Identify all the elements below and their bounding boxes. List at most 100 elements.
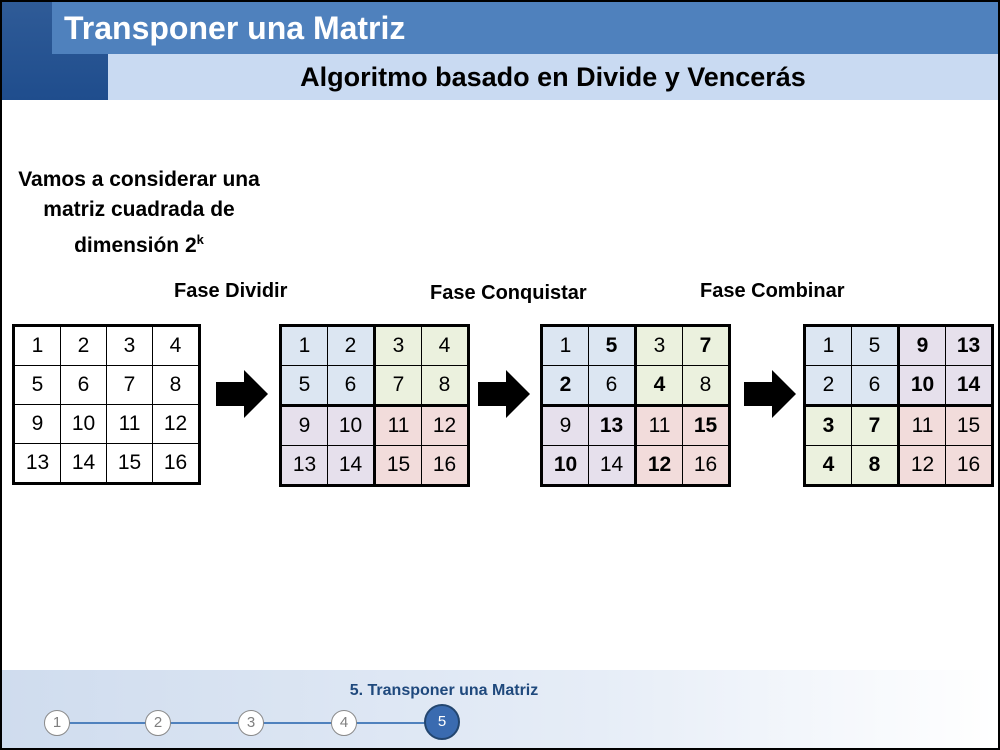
matrix-cell: 12 [898,445,946,486]
nav-step-1[interactable]: 1 [44,710,70,736]
nav-step-3[interactable]: 3 [238,710,264,736]
intro-line-3: dimensión 2k [12,225,266,261]
matrix-cell: 10 [60,404,107,444]
matrix-cell: 11 [374,405,422,446]
matrix-cell: 8 [152,365,200,405]
nav-step-5-active[interactable]: 5 [424,704,460,740]
matrix-cell: 16 [421,445,469,486]
header-subtitle-bar [108,54,998,100]
matrix-cell: 13 [945,325,993,366]
matrix-cell: 12 [421,405,469,446]
intro-line-3-text: dimensión 2 [74,234,197,257]
matrix-cell: 10 [898,365,946,407]
matrix-cell: 3 [374,325,422,366]
matrix-cell: 13 [588,405,637,446]
matrix-cell: 8 [682,365,730,407]
matrix-cell: 14 [327,445,376,486]
matrix-cell: 15 [682,405,730,446]
intro-text: Vamos a considerar una matriz cuadrada d… [12,165,266,261]
matrix-cell: 15 [945,405,993,446]
matrix-cell: 2 [541,365,589,407]
matrix-cell: 16 [945,445,993,486]
matrix-cell: 11 [635,405,683,446]
matrix-cell: 1 [280,325,328,366]
matrix-cell: 9 [898,325,946,366]
matrix-cell: 1 [541,325,589,366]
matrix-cell: 7 [106,365,153,405]
matrix-cell: 5 [280,365,328,407]
phase-combine-label: Fase Combinar [700,280,845,302]
matrix-cell: 16 [682,445,730,486]
matrix-cell: 12 [635,445,683,486]
matrix-cell: 4 [804,445,852,486]
matrix-cell: 13 [280,445,328,486]
matrix-cell: 10 [327,405,376,446]
slide-title: Transponer una Matriz [64,10,406,46]
matrix-cell: 3 [635,325,683,366]
nav-step-4[interactable]: 4 [331,710,357,736]
matrix-cell: 2 [60,325,107,366]
arrow-right-icon [744,370,796,418]
intro-exponent: k [196,232,204,247]
matrix-cell: 3 [106,325,153,366]
intro-line-1: Vamos a considerar una [18,168,260,191]
footer-section-title: 5. Transponer una Matriz [349,682,539,699]
matrix-cell: 8 [421,365,469,407]
matrix-cell: 15 [106,443,153,484]
arrow-right-icon [478,370,530,418]
arrow-right-icon [216,370,268,418]
matrix-cell: 2 [804,365,852,407]
matrix-cell: 5 [851,325,900,366]
matrix-cell: 2 [327,325,376,366]
footer-band [2,670,998,748]
header-title-bar [52,2,998,54]
matrix-cell: 7 [682,325,730,366]
matrix-cell: 7 [851,405,900,446]
matrix-cell: 11 [106,404,153,444]
matrix-cell: 9 [280,405,328,446]
matrix-cell: 1 [13,325,61,366]
matrix-cell: 9 [541,405,589,446]
matrix-cell: 7 [374,365,422,407]
intro-line-2: matriz cuadrada de [43,198,235,221]
matrix-cell: 9 [13,404,61,444]
matrix-cell: 16 [152,443,200,484]
matrix-cell: 4 [635,365,683,407]
matrix-cell: 6 [327,365,376,407]
matrix-cell: 12 [152,404,200,444]
matrix-cell: 5 [13,365,61,405]
nav-step-2[interactable]: 2 [145,710,171,736]
matrix-cell: 14 [945,365,993,407]
matrix-cell: 10 [541,445,589,486]
matrix-cell: 4 [152,325,200,366]
slide-subtitle: Algoritmo basado en Divide y Vencerás [300,62,806,92]
matrix-cell: 13 [13,443,61,484]
phase-divide-label: Fase Dividir [174,280,288,302]
matrix-cell: 3 [804,405,852,446]
matrix-cell: 6 [851,365,900,407]
matrix-cell: 4 [421,325,469,366]
matrix-cell: 8 [851,445,900,486]
matrix-cell: 14 [588,445,637,486]
phase-conquer-label: Fase Conquistar [430,282,587,304]
matrix-cell: 6 [60,365,107,405]
